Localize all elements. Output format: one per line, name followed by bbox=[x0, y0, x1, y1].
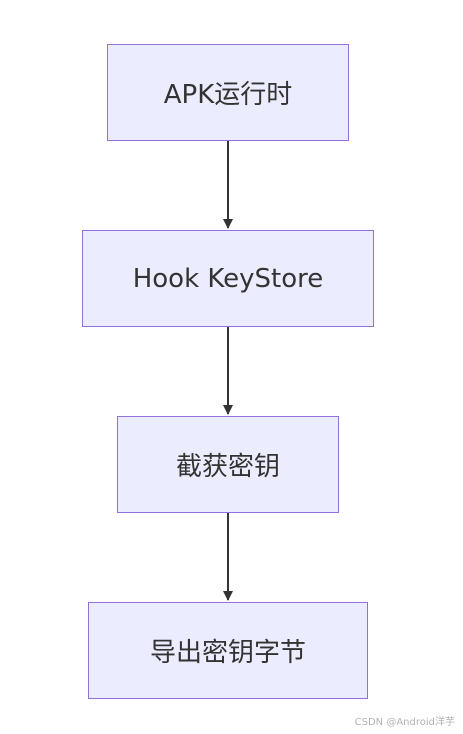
node-intercept-key: 截获密钥 bbox=[117, 416, 339, 513]
node-export-key-bytes: 导出密钥字节 bbox=[88, 602, 368, 699]
node-hook-keystore: Hook KeyStore bbox=[82, 230, 374, 327]
node-label: Hook KeyStore bbox=[132, 263, 324, 294]
node-label: APK运行时 bbox=[163, 80, 293, 110]
watermark: CSDN @Android洋芋 bbox=[354, 717, 455, 728]
node-apk-runtime: APK运行时 bbox=[107, 44, 349, 141]
node-label: 导出密钥字节 bbox=[149, 638, 306, 668]
node-label: 截获密钥 bbox=[175, 452, 280, 482]
